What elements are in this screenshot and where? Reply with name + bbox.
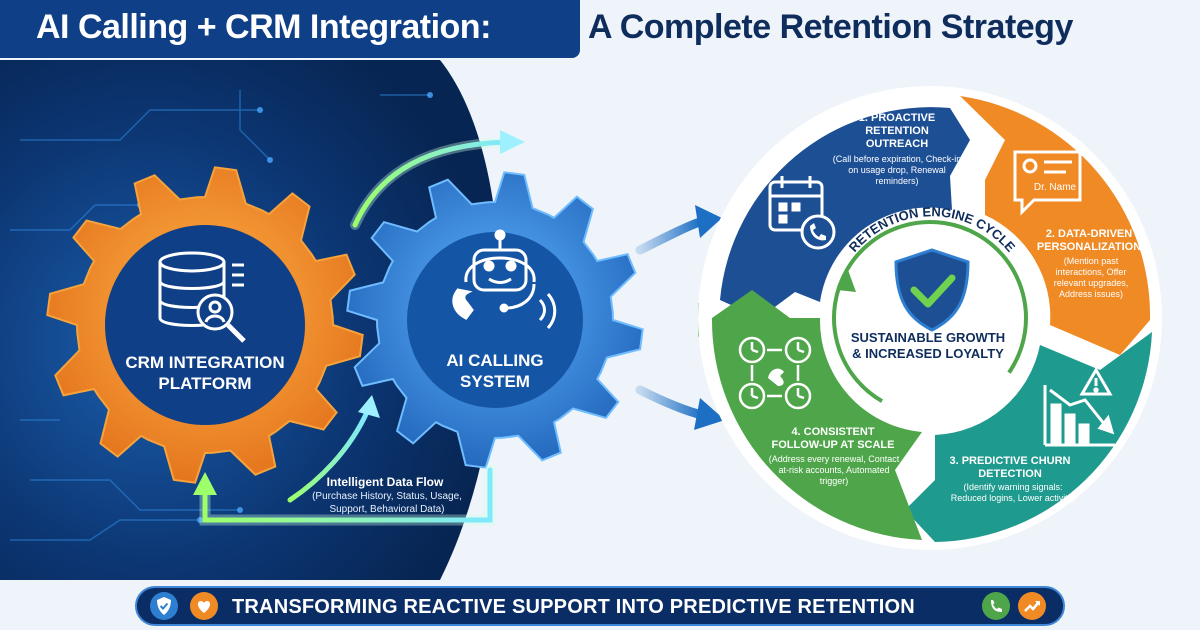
segment-churn-detection	[905, 332, 1152, 542]
shield-check-icon	[894, 248, 970, 332]
calendar-phone-icon	[768, 176, 836, 250]
segment-personalization	[960, 96, 1151, 355]
segment-churn-title: 3. PREDICTIVE CHURN DETECTION	[949, 455, 1071, 480]
segment-outreach-title: 1. PROACTIVE RETENTION OUTREACH	[858, 112, 936, 150]
profile-card-icon	[1013, 150, 1082, 216]
data-flow-title: Intelligent Data Flow	[326, 475, 444, 489]
circuit-traces	[10, 90, 430, 541]
clocks-cycle-icon	[738, 336, 812, 410]
phone-icon	[982, 592, 1010, 620]
segment-personalization-title: 2. DATA-DRIVEN PERSONALIZATION	[1036, 228, 1142, 253]
segment-personalization-description: (Mention past interactions, Offer releva…	[1053, 256, 1129, 299]
bottom-banner	[135, 586, 1065, 626]
database-search-icon	[158, 251, 246, 343]
crm-gear-label: CRM INTEGRATION PLATFORM	[125, 353, 285, 393]
segment-follow-up-description: (Address every renewal, Contact at-risk …	[768, 454, 900, 486]
banner-text: TRANSFORMING REACTIVE SUPPORT INTO PREDI…	[232, 596, 915, 618]
ai-gear-center	[407, 232, 583, 408]
segment-outreach	[720, 107, 970, 319]
page-title-left: AI Calling + CRM Integration:	[36, 8, 491, 46]
profile-card-name: Dr. Name	[1033, 182, 1077, 193]
shield-icon	[150, 592, 178, 620]
segment-churn-description: (Identify warning signals: Reduced login…	[950, 482, 1076, 503]
chart-warning-icon	[1043, 367, 1115, 447]
data-flow-arrows	[193, 130, 525, 526]
page-title-right: A Complete Retention Strategy	[588, 8, 1073, 46]
ai-gear-label: AI CALLING SYSTEM	[446, 351, 544, 391]
data-flow-description: (Purchase History, Status, Usage, Suppor…	[312, 491, 462, 515]
cycle-center-text: SUSTAINABLE GROWTH & INCREASED LOYALTY	[850, 330, 1006, 361]
robot-headset-icon	[452, 229, 557, 330]
title-bar	[0, 0, 580, 58]
growth-arrow-icon	[1018, 592, 1046, 620]
heart-icon	[190, 592, 218, 620]
segment-follow-up-title: 4. CONSISTENT FOLLOW-UP AT SCALE	[771, 426, 895, 451]
segment-outreach-description: (Call before expiration, Check-in on usa…	[832, 154, 962, 186]
